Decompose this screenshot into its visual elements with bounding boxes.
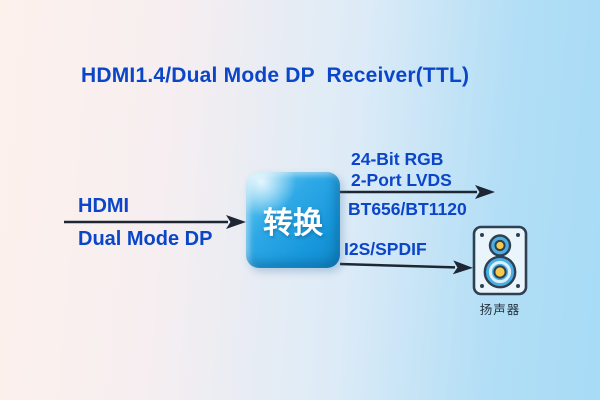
- input-label-hdmi: HDMI: [78, 195, 130, 217]
- converter-label: 转换: [263, 207, 323, 240]
- page-title: HDMI1.4/Dual Mode DP Receiver(TTL): [81, 64, 470, 87]
- speaker-figure: 扬声器: [471, 225, 529, 318]
- output-label-lvds: 2-Port LVDS: [351, 170, 452, 190]
- speaker-icon: [472, 225, 528, 296]
- output-label-bt656-bt1120: BT656/BT1120: [348, 199, 467, 219]
- output-label-i2s-spdif: I2S/SPDIF: [344, 239, 427, 259]
- input-label-dual-mode-dp: Dual Mode DP: [78, 228, 213, 250]
- output-label-rgb: 24-Bit RGB: [351, 149, 444, 169]
- converter-block: 转换: [246, 172, 340, 268]
- arrow-converter-to-audio: [339, 260, 473, 275]
- speaker-label: 扬声器: [479, 303, 521, 317]
